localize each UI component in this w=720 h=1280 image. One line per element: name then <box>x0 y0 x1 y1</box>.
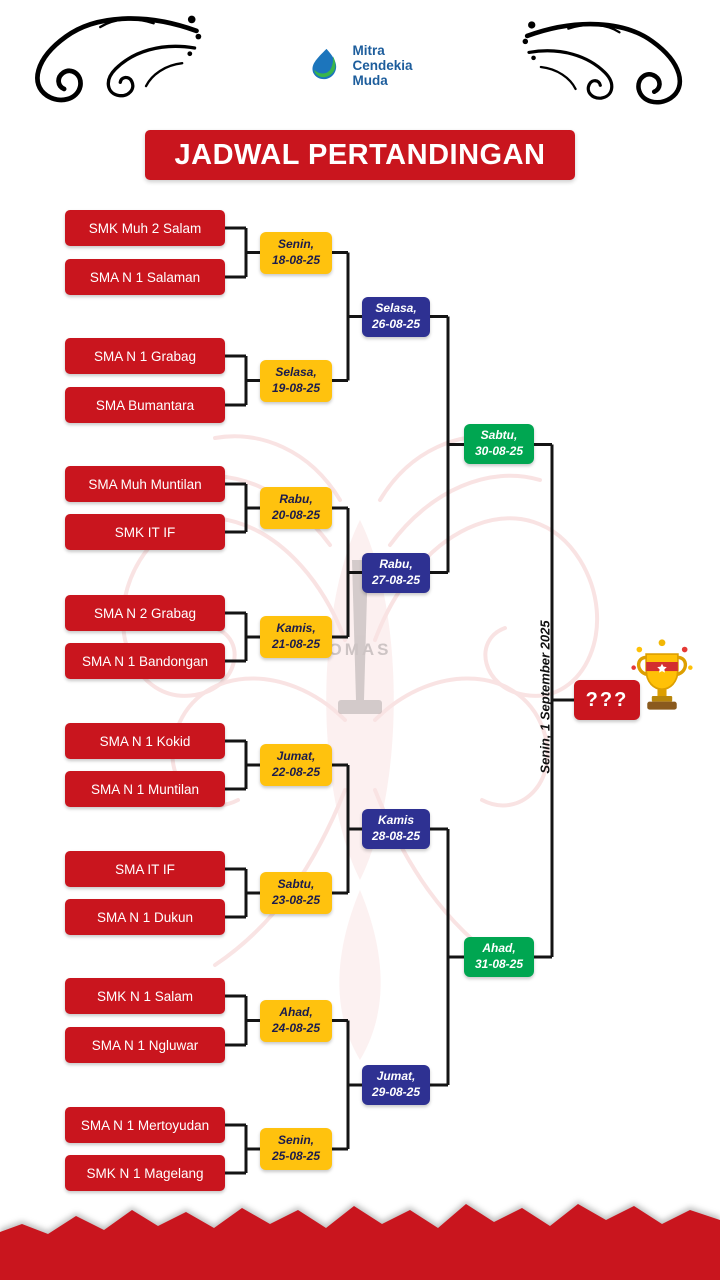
champion-box: ??? <box>574 680 640 720</box>
semifinal-date-box: Sabtu, 30-08-25 <box>464 424 534 464</box>
round1-date-box: Selasa, 19-08-25 <box>260 360 332 402</box>
champion-placeholder: ??? <box>585 688 629 711</box>
logo-text: Mitra Cendekia Muda <box>352 43 413 89</box>
page-title: JADWAL PERTANDINGAN <box>145 130 575 180</box>
round2-date-box: Rabu, 27-08-25 <box>362 553 430 593</box>
team-box: SMK IT IF <box>65 514 225 550</box>
team-box: SMA Muh Muntilan <box>65 466 225 502</box>
logo-line-1: Mitra <box>352 43 385 58</box>
round1-date-box: Kamis, 21-08-25 <box>260 616 332 658</box>
round1-date-box: Ahad, 24-08-25 <box>260 1000 332 1042</box>
match-day: Sabtu, <box>277 877 315 892</box>
match-date: 20-08-25 <box>271 508 321 522</box>
match-day: Ahad, <box>279 1005 313 1020</box>
corner-flourish-right <box>516 14 712 110</box>
team-box: SMA Bumantara <box>65 387 225 423</box>
match-day: Selasa, <box>375 301 417 316</box>
team-box: SMA N 1 Mertoyudan <box>65 1107 225 1143</box>
logo-drop-icon <box>312 49 337 80</box>
match-day: Sabtu, <box>480 428 518 443</box>
match-date: 24-08-25 <box>271 1021 321 1035</box>
logo-line-2: Cendekia <box>352 57 413 73</box>
sparkle-icons <box>631 639 693 670</box>
match-date: 25-08-25 <box>271 1149 321 1163</box>
round1-date-box: Senin, 25-08-25 <box>260 1128 332 1170</box>
torn-edge-footer <box>0 1204 720 1280</box>
round1-date-box: Rabu, 20-08-25 <box>260 487 332 529</box>
trophy-icon <box>631 639 693 710</box>
match-day: Kamis <box>377 813 415 828</box>
team-box: SMK N 1 Magelang <box>65 1155 225 1191</box>
team-box: SMA N 1 Kokid <box>65 723 225 759</box>
match-date: 21-08-25 <box>271 637 321 651</box>
team-box: SMA N 1 Muntilan <box>65 771 225 807</box>
match-date: 29-08-25 <box>371 1085 421 1099</box>
match-day: Rabu, <box>279 492 313 507</box>
match-day: Ahad, <box>482 941 516 956</box>
match-date: 19-08-25 <box>271 381 321 395</box>
team-box: SMK Muh 2 Salam <box>65 210 225 246</box>
watermark-text: OMAS <box>329 640 392 659</box>
match-day: Senin, <box>277 237 314 252</box>
match-day: Jumat, <box>376 1069 416 1084</box>
round2-date-box: Kamis 28-08-25 <box>362 809 430 849</box>
team-box: SMA N 1 Ngluwar <box>65 1027 225 1063</box>
match-date: 28-08-25 <box>371 829 421 843</box>
logo-line-3: Muda <box>352 72 388 88</box>
match-date: 26-08-25 <box>371 317 421 331</box>
page-title-text: JADWAL PERTANDINGAN <box>174 138 546 171</box>
round2-date-box: Selasa, 26-08-25 <box>362 297 430 337</box>
match-date: 31-08-25 <box>474 957 524 971</box>
match-day: Kamis, <box>276 621 316 636</box>
match-day: Selasa, <box>275 365 317 380</box>
team-box: SMK N 1 Salam <box>65 978 225 1014</box>
match-date: 23-08-25 <box>271 893 321 907</box>
team-box: SMA N 1 Grabag <box>65 338 225 374</box>
round1-date-box: Jumat, 22-08-25 <box>260 744 332 786</box>
match-day: Rabu, <box>379 557 413 572</box>
team-box: SMA N 1 Dukun <box>65 899 225 935</box>
match-day: Jumat, <box>276 749 316 764</box>
match-date: 30-08-25 <box>474 444 524 458</box>
round1-date-box: Sabtu, 23-08-25 <box>260 872 332 914</box>
match-date: 22-08-25 <box>271 765 321 779</box>
match-day: Senin, <box>277 1133 314 1148</box>
team-box: SMA IT IF <box>65 851 225 887</box>
team-box: SMA N 1 Salaman <box>65 259 225 295</box>
round2-date-box: Jumat, 29-08-25 <box>362 1065 430 1105</box>
round1-date-box: Senin, 18-08-25 <box>260 232 332 274</box>
team-box: SMA N 2 Grabag <box>65 595 225 631</box>
logo: Mitra Cendekia Muda <box>307 43 413 89</box>
semifinal-date-box: Ahad, 31-08-25 <box>464 937 534 977</box>
match-date: 27-08-25 <box>371 573 421 587</box>
match-date: 18-08-25 <box>271 253 321 267</box>
team-box: SMA N 1 Bandongan <box>65 643 225 679</box>
final-date-label: Senin, 1 September 2025 <box>537 620 553 774</box>
corner-flourish-left <box>35 15 202 103</box>
